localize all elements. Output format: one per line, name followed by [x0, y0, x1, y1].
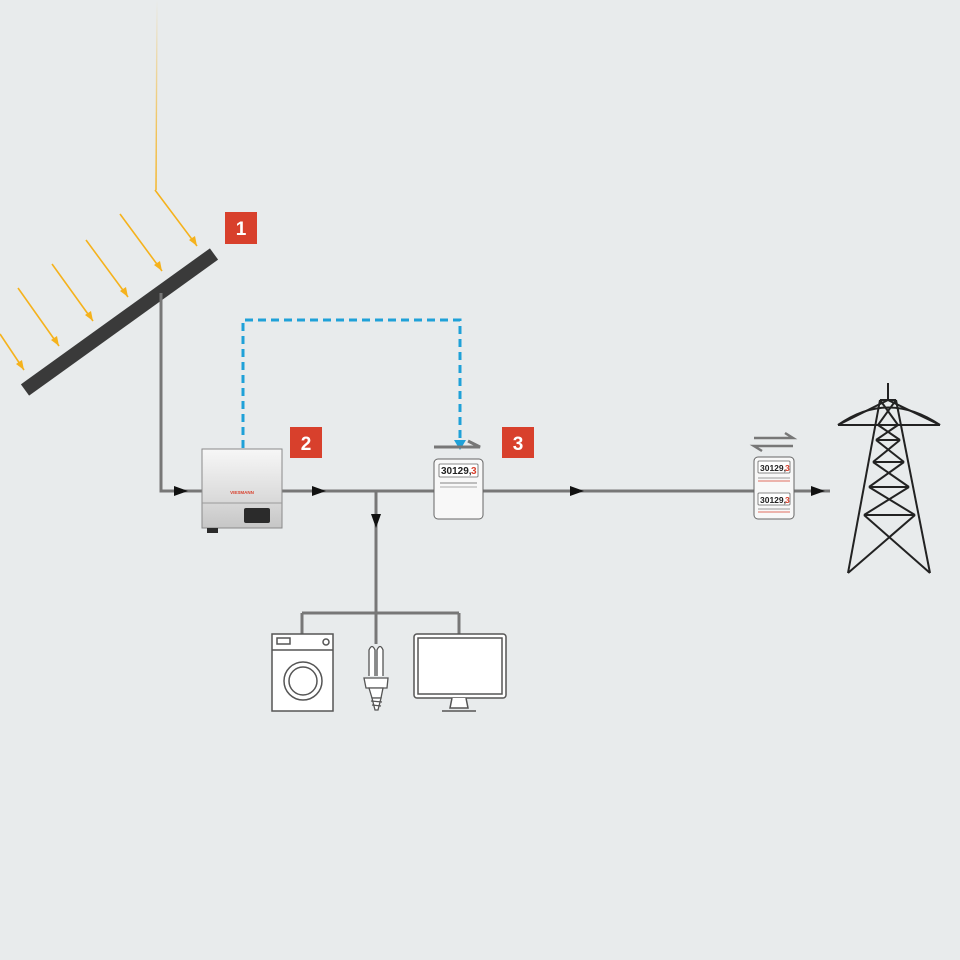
flow-arrow-right: [811, 486, 825, 496]
inverter-brand: VIESMANN: [230, 490, 254, 495]
grid-meter: 30129, 3 30129, 3: [753, 456, 795, 520]
inverter-display: [244, 508, 270, 523]
sun-ray-vertical: [155, 0, 158, 191]
sun-ray: [154, 189, 198, 247]
signal-line: [241, 318, 466, 450]
feed-in-direction-arrow-icon: [434, 439, 481, 449]
badge-2: 2: [290, 427, 322, 458]
badge-2-label: 2: [301, 434, 312, 455]
sun-ray-arrowhead: [16, 360, 24, 370]
grid-meter-top-reading: 30129,: [760, 463, 786, 473]
grid-meter-top-reading-decimal: 3: [785, 463, 790, 473]
sun-ray: [17, 287, 60, 347]
flow-arrow-right: [570, 486, 584, 496]
sun-ray-arrowhead: [189, 236, 197, 246]
monitor-icon: [413, 633, 507, 712]
feed-in-meter-reading: 30129,: [441, 466, 472, 477]
grid-meter-bottom-reading: 30129,: [760, 495, 786, 505]
transmission-tower-icon: [837, 383, 941, 574]
flow-arrow-down: [371, 514, 381, 528]
badge-3: 3: [502, 427, 534, 458]
feed-in-meter-reading-decimal: 3: [471, 466, 477, 477]
sun-ray: [51, 263, 94, 322]
sun-ray-arrowhead: [51, 336, 59, 346]
sun-rays: [0, 0, 198, 371]
sun-ray-arrowhead: [120, 287, 128, 297]
panel-to-inverter-wire: [159, 293, 202, 493]
badge-1-label: 1: [236, 219, 247, 240]
feed-in-meter: 30129, 3: [433, 439, 484, 520]
flow-arrow-right: [312, 486, 326, 496]
inverter: VIESMANN: [201, 448, 283, 533]
sun-ray: [119, 213, 163, 272]
sun-ray-arrowhead: [85, 311, 93, 321]
washing-machine-icon: [271, 633, 334, 712]
flow-arrows: [174, 486, 825, 528]
sun-ray-arrowhead: [154, 261, 162, 271]
badge-1: 1: [225, 212, 257, 244]
signal-arrowhead: [454, 440, 466, 450]
bidirectional-arrows-icon: [749, 431, 798, 453]
sun-ray: [85, 239, 129, 298]
badge-3-label: 3: [513, 434, 524, 455]
flow-arrow-right: [174, 486, 188, 496]
light-bulb-icon: [363, 645, 389, 711]
solar-panel: [20, 248, 219, 396]
grid-meter-bottom-reading-decimal: 3: [785, 495, 790, 505]
